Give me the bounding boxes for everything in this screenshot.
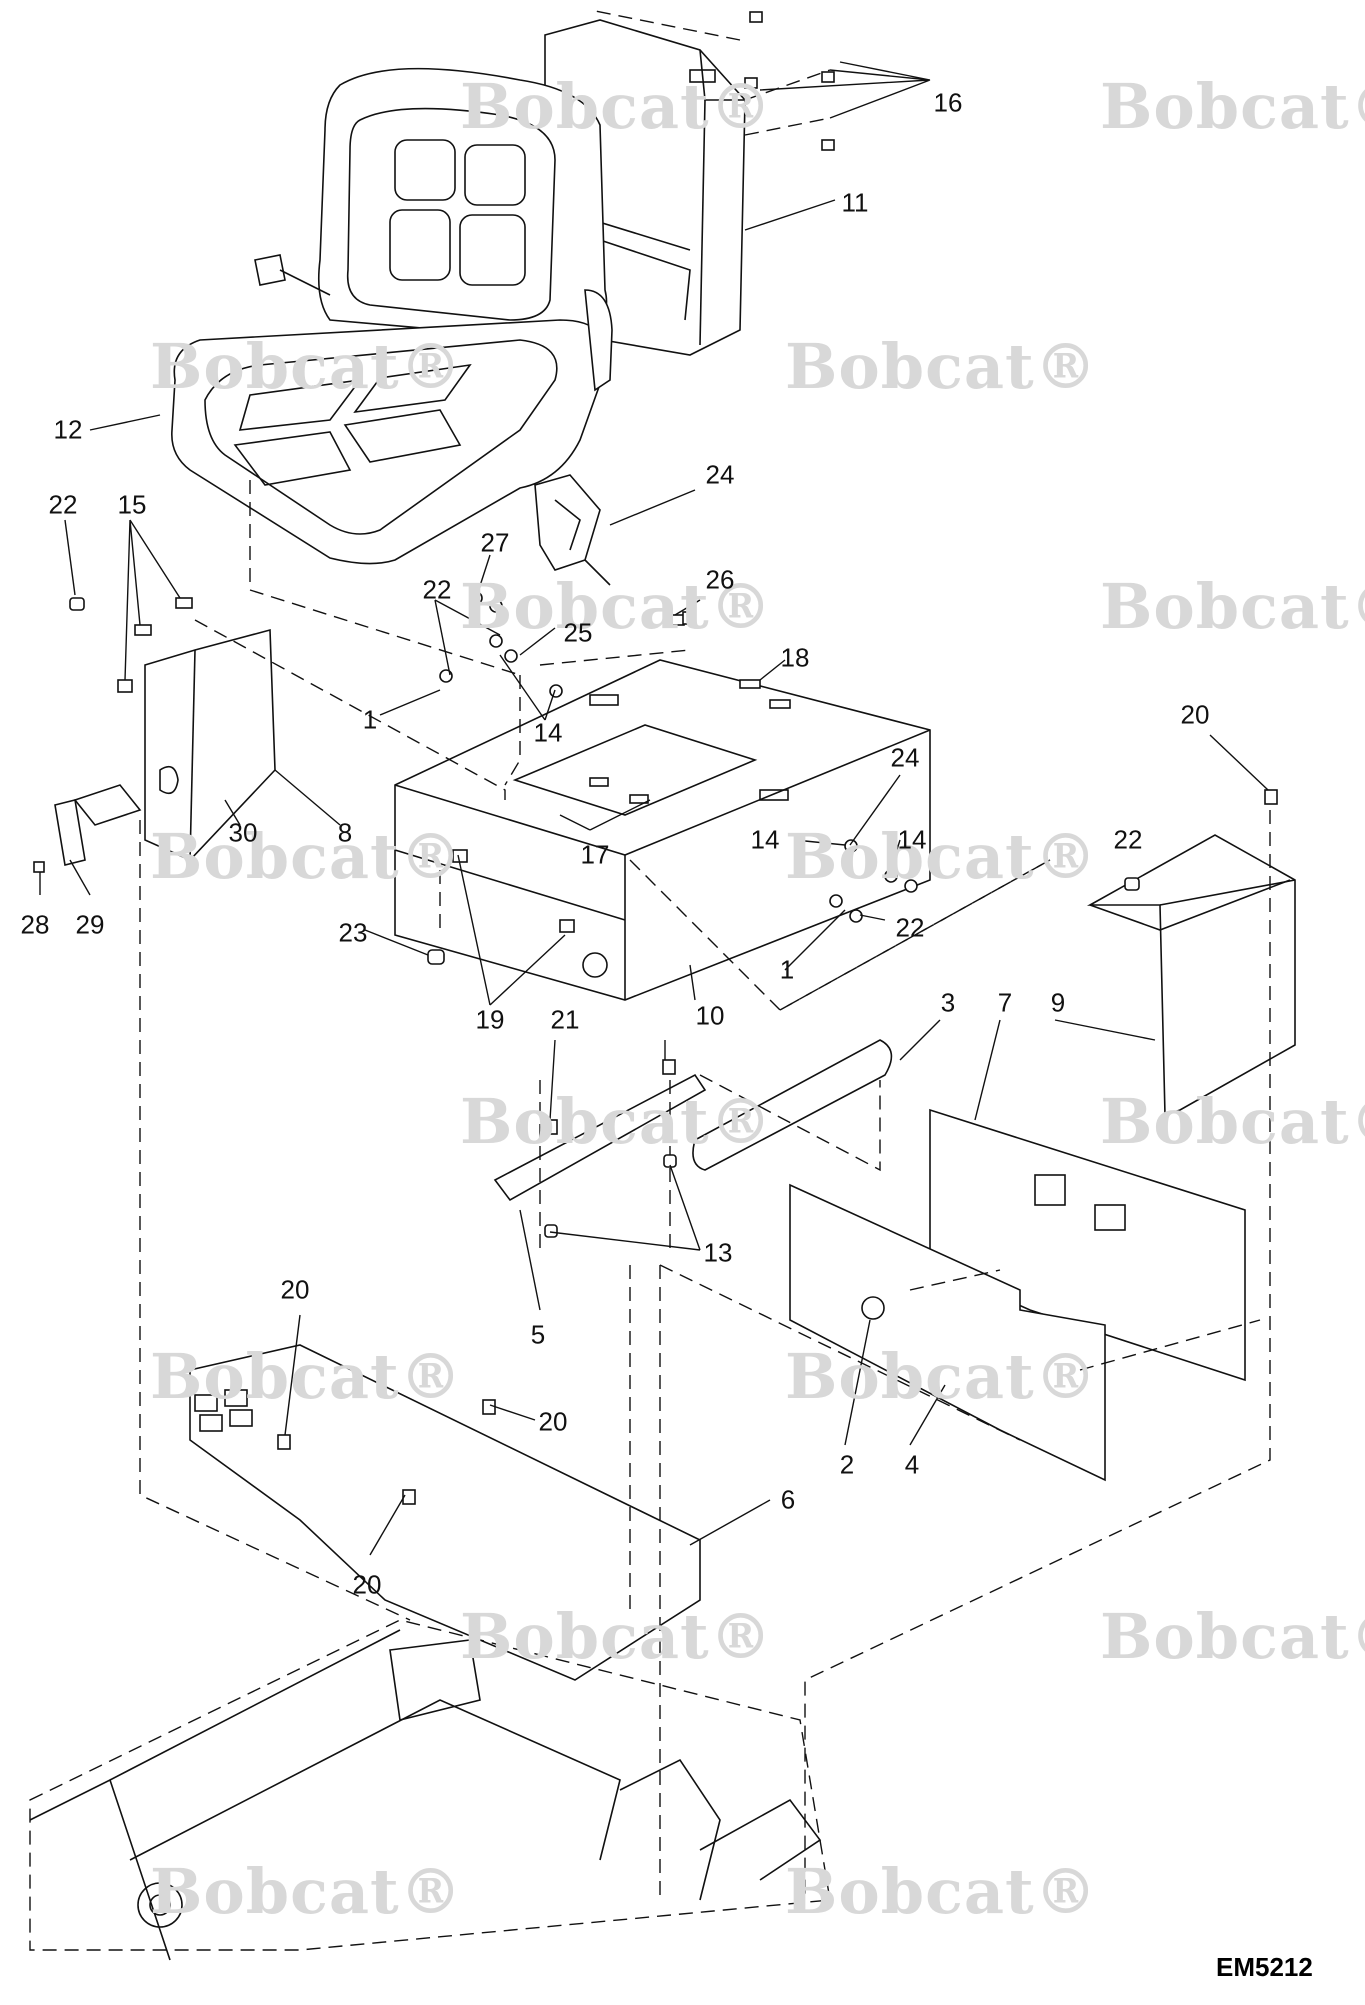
bobcat-watermark: Bobcat® xyxy=(785,1340,1098,1413)
tube xyxy=(692,1039,893,1171)
callout-20: 20 xyxy=(538,1406,568,1437)
callout-11: 11 xyxy=(841,187,869,218)
strip xyxy=(493,1073,707,1202)
callout-23: 23 xyxy=(338,917,368,948)
callout-20: 20 xyxy=(1180,699,1210,730)
callout-28: 28 xyxy=(20,909,50,940)
callout-20: 20 xyxy=(352,1569,382,1600)
callout-9: 9 xyxy=(1050,987,1066,1018)
callout-22: 22 xyxy=(895,912,925,943)
callout-1: 1 xyxy=(362,704,378,735)
callout-21: 21 xyxy=(550,1004,580,1035)
figure-code: EM5212 xyxy=(1216,1952,1313,1982)
callout-22: 22 xyxy=(48,489,78,520)
bobcat-watermark: Bobcat® xyxy=(460,570,773,643)
bobcat-watermark: Bobcat® xyxy=(460,1085,773,1158)
callout-24: 24 xyxy=(705,459,735,490)
callout-8: 8 xyxy=(337,817,353,848)
bobcat-watermark: Bobcat® xyxy=(1100,70,1365,143)
bobcat-watermark: Bobcat® xyxy=(1100,1600,1365,1673)
callout-10: 10 xyxy=(695,1000,725,1031)
callout-3: 3 xyxy=(940,987,956,1018)
seat-belt-upper xyxy=(534,474,611,586)
callout-16: 16 xyxy=(933,87,963,118)
bobcat-watermark: Bobcat® xyxy=(150,330,463,403)
callout-14: 14 xyxy=(897,824,927,855)
callout-7: 7 xyxy=(997,987,1013,1018)
callout-1: 1 xyxy=(779,954,795,985)
bobcat-watermark: Bobcat® xyxy=(150,820,463,893)
callout-4: 4 xyxy=(904,1449,920,1480)
callout-22: 22 xyxy=(1113,824,1143,855)
callout-19: 19 xyxy=(475,1004,505,1035)
callout-5: 5 xyxy=(530,1319,546,1350)
callout-14: 14 xyxy=(533,717,563,748)
callout-26: 26 xyxy=(705,564,735,595)
callout-30: 30 xyxy=(228,817,258,848)
callout-20: 20 xyxy=(280,1274,310,1305)
bobcat-watermark: Bobcat® xyxy=(785,1855,1098,1928)
side-bracket xyxy=(54,628,276,866)
callout-25: 25 xyxy=(563,617,593,648)
bobcat-watermark: Bobcat® xyxy=(460,70,773,143)
panel-lower xyxy=(789,1183,1106,1482)
callout-13: 13 xyxy=(703,1237,733,1268)
callout-24: 24 xyxy=(890,742,920,773)
callout-12: 12 xyxy=(53,414,83,445)
seat-mount-box xyxy=(394,659,931,1001)
machine-frame xyxy=(29,1619,831,1961)
callout-2: 2 xyxy=(839,1449,855,1480)
floor-plate xyxy=(189,1344,701,1681)
callout-6: 6 xyxy=(780,1484,796,1515)
callout-17: 17 xyxy=(580,839,610,870)
bobcat-watermark: Bobcat® xyxy=(1100,1085,1365,1158)
seat xyxy=(171,67,613,565)
bobcat-watermark: Bobcat® xyxy=(785,820,1098,893)
callout-27: 27 xyxy=(480,527,510,558)
bobcat-watermark: Bobcat® xyxy=(1100,570,1365,643)
callout-29: 29 xyxy=(75,909,105,940)
bobcat-watermark: Bobcat® xyxy=(785,330,1098,403)
bobcat-watermark: Bobcat® xyxy=(150,1855,463,1928)
right-cover-panel xyxy=(1086,834,1296,1117)
callout-14: 14 xyxy=(750,824,780,855)
bobcat-watermark: Bobcat® xyxy=(150,1340,463,1413)
leader-lines xyxy=(39,61,1269,1556)
callout-22: 22 xyxy=(422,574,452,605)
assembly-lines xyxy=(139,9,1271,1900)
callout-15: 15 xyxy=(117,489,147,520)
panel-upper xyxy=(929,1108,1246,1382)
bobcat-watermark: Bobcat® xyxy=(460,1600,773,1673)
callout-18: 18 xyxy=(780,642,810,673)
